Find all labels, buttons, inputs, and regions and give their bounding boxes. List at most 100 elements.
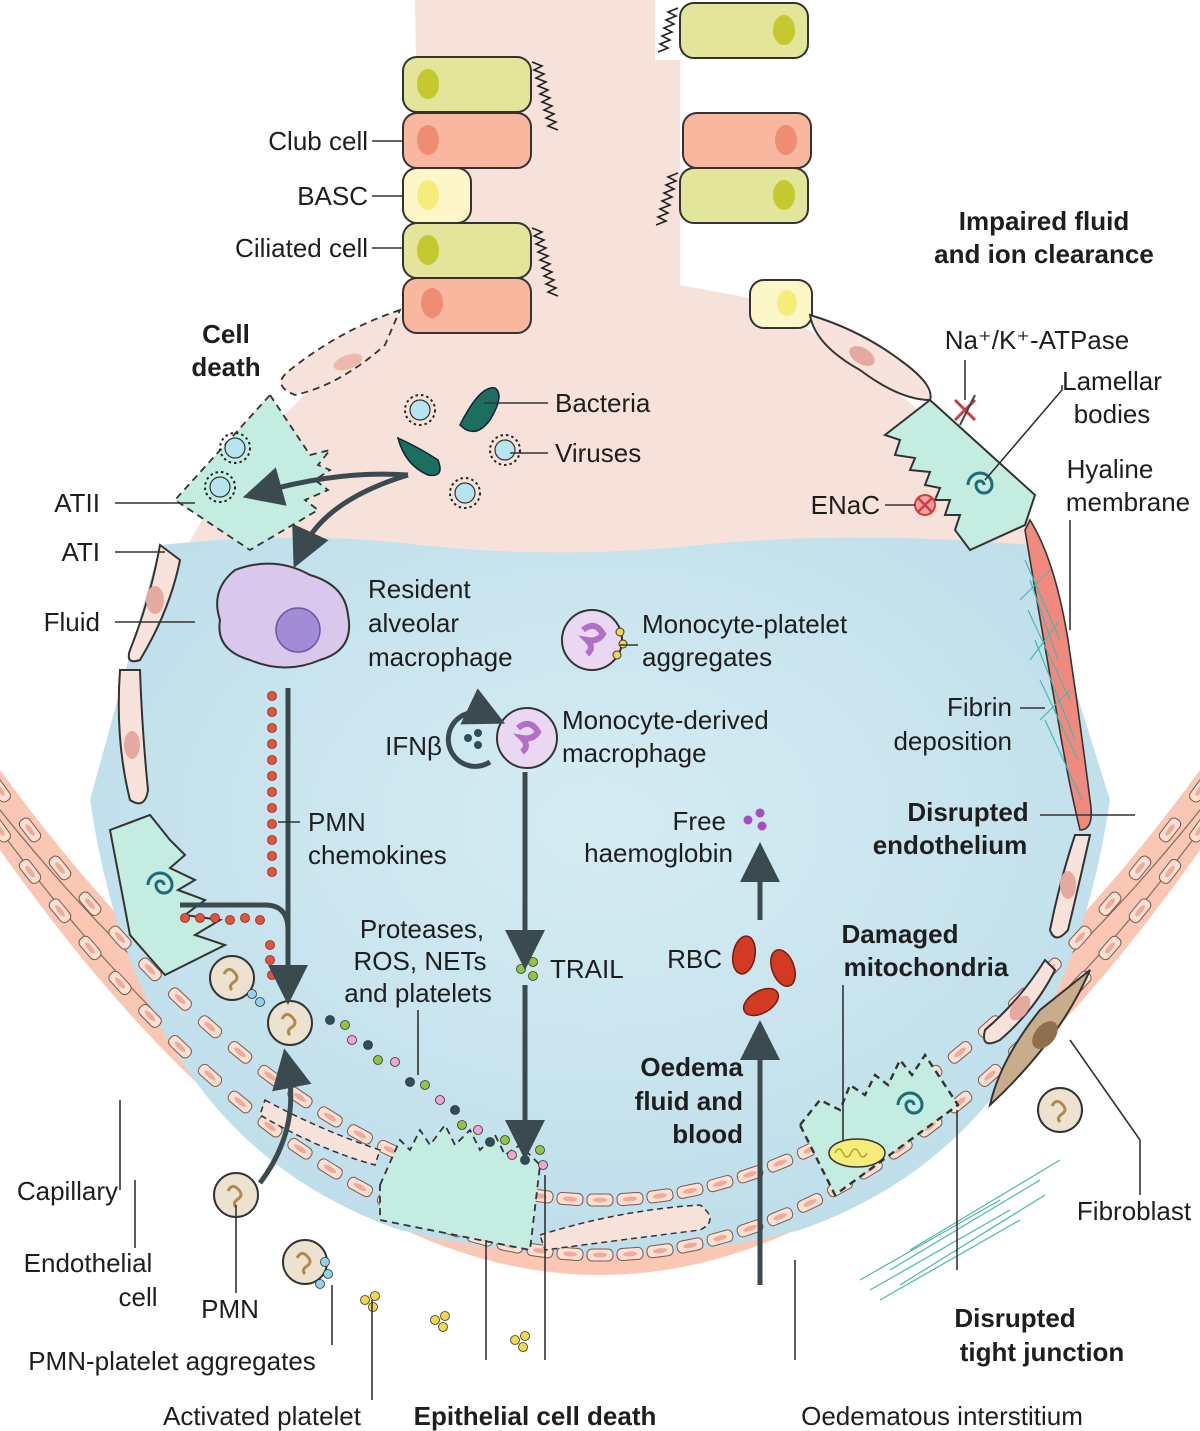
platelet [430, 1315, 440, 1325]
virus-particle [489, 434, 521, 466]
protease-dot [340, 1020, 350, 1030]
atii-cell-left-lower [108, 813, 228, 977]
platelet [370, 1291, 380, 1301]
platelet [518, 1342, 528, 1352]
platelet [510, 1335, 520, 1345]
chemokine-dot [255, 915, 265, 925]
chemokine-dot [267, 803, 277, 813]
endothelial-cell [1098, 935, 1122, 961]
virus-particle [404, 394, 436, 426]
heading-cell-death-1: Cell [202, 319, 250, 349]
pmn-cell [1037, 1087, 1083, 1133]
labels: Club cell BASC Ciliated cell Impaired fl… [17, 126, 1192, 1431]
chemokine-dot [267, 707, 277, 717]
label-na-k-atpase: Na⁺/K⁺-ATPase [945, 325, 1129, 355]
endothelial-cell [646, 1243, 674, 1259]
protease-dot [457, 1120, 467, 1130]
label-proteases-1: Proteases, [360, 914, 484, 944]
label-fluid: Fluid [44, 607, 100, 637]
endothelial-cell [287, 1137, 313, 1160]
endothelial-cell [646, 1188, 674, 1204]
fibrin-deposition [1019, 559, 1083, 801]
label-ciliated-cell: Ciliated cell [235, 233, 368, 263]
label-basc: BASC [297, 181, 368, 211]
protease-dot [473, 1125, 483, 1135]
platelet [520, 1331, 530, 1341]
label-ati: ATI [61, 537, 100, 567]
label-proteases-3: and platelets [344, 978, 491, 1008]
chemokine-dot [267, 819, 277, 829]
heading-epithelial-cell-death: Epithelial cell death [414, 1401, 657, 1431]
chemokine-dot [267, 755, 277, 765]
label-club-cell: Club cell [268, 126, 368, 156]
endothelial-cell [18, 817, 42, 843]
label-lamellar-2: bodies [1074, 399, 1151, 429]
endothelial-cell [227, 1041, 253, 1064]
label-resident-1: Resident [368, 574, 471, 604]
protease-dot [347, 1035, 357, 1045]
protease-dot [325, 1015, 335, 1025]
endothelial-cell [227, 1090, 253, 1114]
endothelial-cell [977, 1063, 1003, 1087]
chemokine-dot [267, 835, 277, 845]
label-proteases-2: ROS, NETs [354, 946, 487, 976]
endothelial-cell [168, 987, 192, 1011]
heading-oedema-2: fluid and [635, 1086, 743, 1116]
label-resident-2: alveolar [368, 608, 459, 638]
virus [204, 394, 521, 649]
heading-damaged-mito-1: Damaged [841, 919, 958, 949]
endothelial-cell [796, 1193, 824, 1213]
endothelial-cell [197, 1015, 223, 1039]
protease-dot [485, 1137, 495, 1147]
chemokine-dot [267, 787, 277, 797]
endothelial-cell [0, 817, 12, 843]
endothelial-cell [1068, 925, 1092, 950]
platelet [247, 989, 257, 999]
heading-disrupted-tight-junction-2: tight junction [960, 1337, 1125, 1367]
endothelial-cell [48, 855, 72, 881]
label-enac: ENaC [811, 490, 880, 520]
chemokine-dot [210, 913, 220, 923]
heading-disrupted-endothelium-2: endothelium [873, 830, 1028, 860]
label-fibrin-1: Fibrin [947, 692, 1012, 722]
endothelial-cell [1158, 858, 1182, 884]
platelet [438, 1322, 448, 1332]
endothelial-cell [48, 898, 72, 924]
interstitial-fibrin [859, 1159, 1061, 1301]
virus-particle [219, 432, 251, 464]
endothelial-cell [556, 1246, 584, 1261]
ifnb-loop [445, 688, 506, 769]
label-trail: TRAIL [550, 954, 624, 984]
endothelial-cell [766, 1153, 794, 1173]
heading-disrupted-endothelium-1: Disrupted [907, 797, 1028, 827]
label-viruses: Viruses [555, 438, 641, 468]
label-pmn: PMN [201, 1294, 259, 1324]
chemokine-dot [267, 691, 277, 701]
endothelial-cell [1188, 817, 1200, 843]
heading-disrupted-tight-junction-1: Disrupted [954, 1303, 1075, 1333]
endothelial-cell [347, 1176, 373, 1198]
endothelial-cell [78, 935, 102, 961]
dead-epithelium-left [280, 308, 402, 396]
pmn-cells [209, 955, 1083, 1289]
label-hyaline-2: membrane [1066, 487, 1190, 517]
platelet [368, 1302, 378, 1312]
protease-dot [520, 1155, 530, 1165]
chemokine-dot [267, 739, 277, 749]
heading-oedema-1: Oedema [640, 1052, 743, 1082]
protease-dot [538, 1160, 548, 1170]
protease-dot [390, 1057, 400, 1067]
protease-dot [507, 1150, 517, 1160]
alveolar-fluid [90, 537, 1110, 1255]
bacteria [396, 387, 500, 477]
protease-dot [450, 1105, 460, 1115]
virus-particle [449, 477, 481, 509]
atii-cell-damaged [798, 1052, 960, 1197]
protease-dot [535, 1145, 545, 1155]
endothelial-cell [138, 1004, 162, 1028]
endothelial-cell [78, 891, 102, 916]
protease-dot [405, 1077, 415, 1087]
label-monocyte-derived-1: Monocyte-derived [562, 705, 769, 735]
label-fibroblast: Fibroblast [1077, 1196, 1192, 1226]
endothelial-cell [586, 1248, 614, 1262]
